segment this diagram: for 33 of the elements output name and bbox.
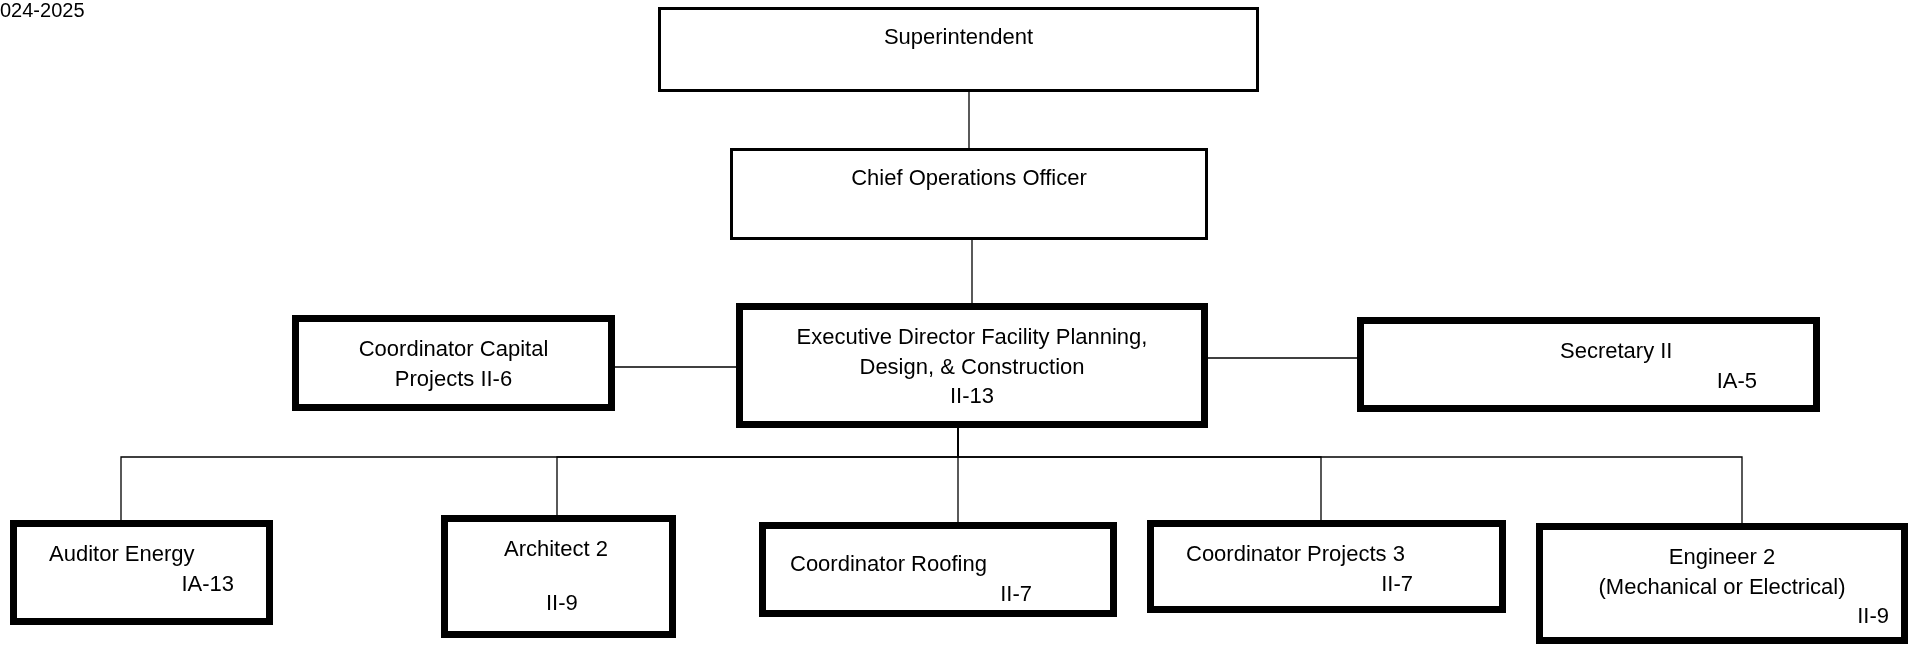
position-title: Coordinator Projects 3	[1186, 540, 1406, 568]
position-box	[292, 315, 615, 411]
position-title: Executive Director Facility Planning, Design, & Construction	[795, 323, 1149, 381]
position-box	[658, 7, 1259, 92]
position-box	[736, 303, 1208, 428]
position-title: (Mechanical or Electrical)	[1597, 572, 1847, 601]
connector-line	[971, 239, 973, 304]
position-box	[759, 522, 1117, 617]
position-title: IA-13	[180, 569, 234, 598]
position-box	[1536, 523, 1908, 644]
position-title: Coordinator Capital Projects II-6	[357, 335, 550, 393]
year-label: 024-2025	[0, 0, 85, 20]
position-title: II-13	[949, 382, 995, 411]
position-title: II-9	[1856, 602, 1889, 631]
connector-line	[614, 366, 737, 368]
position-title: Superintendent	[882, 23, 1035, 51]
position-title: Chief Operations Officer	[850, 164, 1088, 192]
position-box	[1357, 317, 1820, 412]
position-title: Coordinator Roofing	[790, 550, 988, 578]
position-title: Engineer 2	[1667, 543, 1777, 571]
position-box	[730, 148, 1208, 240]
connector-line	[1207, 357, 1358, 359]
position-title: Auditor Energy	[49, 540, 196, 568]
connector-line	[968, 91, 970, 149]
position-title: Architect 2	[503, 535, 609, 563]
position-title: Secretary II	[1559, 337, 1674, 365]
position-title: II-9	[545, 588, 579, 617]
position-box	[1147, 520, 1506, 613]
position-title: II-7	[999, 579, 1033, 608]
position-title: IA-5	[1715, 366, 1757, 395]
position-title: II-7	[1380, 569, 1414, 598]
position-box	[441, 515, 676, 638]
position-box	[10, 520, 273, 625]
